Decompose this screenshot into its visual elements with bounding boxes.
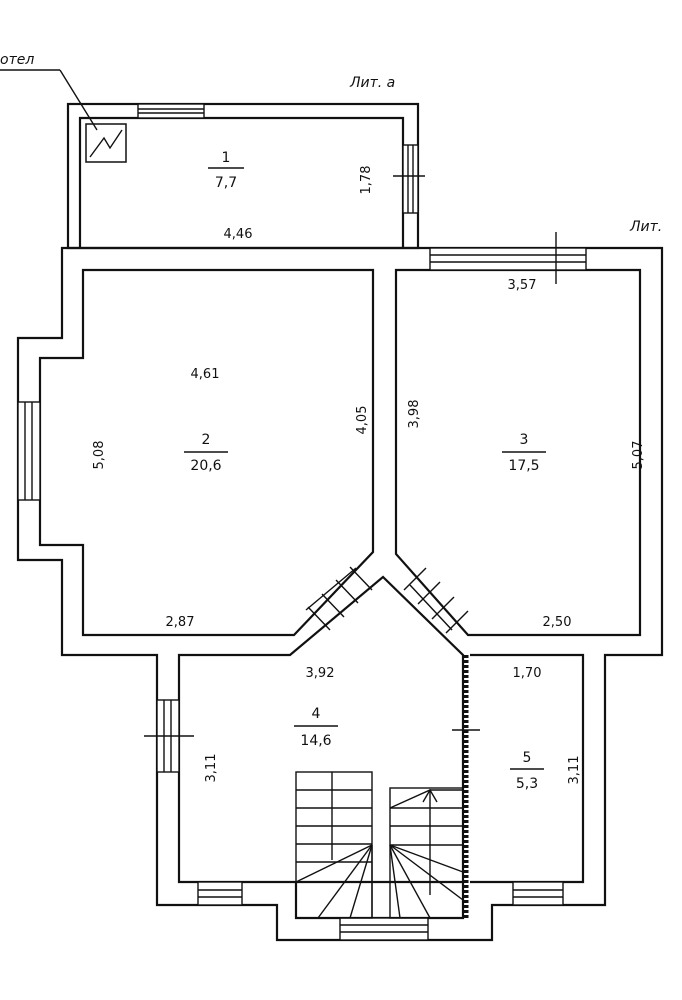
dim-r4-left: 3,11 xyxy=(204,754,219,783)
room-4-wall xyxy=(177,575,465,884)
svg-text:3: 3 xyxy=(520,432,529,448)
svg-text:2: 2 xyxy=(202,432,211,448)
dim-r3-bottom: 2,50 xyxy=(543,615,572,630)
window-room-2-left xyxy=(17,401,41,501)
svg-text:5,3: 5,3 xyxy=(516,776,538,792)
dim-r5-top: 1,70 xyxy=(513,666,542,681)
svg-text:4: 4 xyxy=(312,706,321,722)
dim-r2-right: 4,05 xyxy=(355,406,370,435)
stair-flight-right xyxy=(389,787,464,919)
window-room-5-bottom xyxy=(512,881,564,906)
dim-r2-top: 4,61 xyxy=(191,367,220,382)
window-stair-bottom xyxy=(339,917,429,941)
dim-r5-right: 3,11 xyxy=(567,756,582,785)
dim-r3-right: 5,07 xyxy=(631,441,646,470)
window-annex-right xyxy=(393,144,425,214)
lit-a-label: Лит. а xyxy=(349,75,395,91)
door-room-2 xyxy=(305,566,373,631)
dim-r1-height: 1,78 xyxy=(359,166,374,195)
stair-bay-wall xyxy=(294,882,465,920)
room-3-label: 3 17,5 xyxy=(502,432,546,474)
dim-r1-width: 4,46 xyxy=(224,227,253,242)
lit-label: Лит. xyxy=(629,219,662,235)
doors xyxy=(305,566,480,731)
dim-r3-top: 3,57 xyxy=(508,278,537,293)
window-room-4-left xyxy=(144,699,194,773)
boiler-label: отел xyxy=(0,52,34,68)
svg-text:1: 1 xyxy=(222,150,231,166)
svg-text:20,6: 20,6 xyxy=(190,458,221,474)
dim-r2-bottom: 2,87 xyxy=(166,615,195,630)
room-4-label: 4 14,6 xyxy=(294,706,338,749)
dim-r2-left: 5,08 xyxy=(92,441,107,470)
window-room-3-top xyxy=(429,232,587,284)
windows xyxy=(17,103,587,941)
room-3-wall xyxy=(394,268,642,637)
room-2-label: 2 20,6 xyxy=(184,432,228,474)
dim-r3-left: 3,98 xyxy=(407,400,422,429)
svg-text:5: 5 xyxy=(523,750,532,766)
main-outer-wall xyxy=(16,246,664,942)
boiler-icon xyxy=(85,123,127,163)
svg-text:7,7: 7,7 xyxy=(215,175,237,191)
room-1-label: 1 7,7 xyxy=(208,150,244,191)
staircase xyxy=(295,771,464,919)
window-annex-top xyxy=(137,103,205,119)
door-room-3 xyxy=(403,567,469,634)
room-2-wall xyxy=(38,268,375,637)
dim-r4-top: 3,92 xyxy=(306,666,335,681)
room-5-label: 5 5,3 xyxy=(510,750,544,792)
svg-text:14,6: 14,6 xyxy=(300,733,331,749)
svg-text:17,5: 17,5 xyxy=(508,458,539,474)
window-room-4-bottom xyxy=(197,881,243,906)
